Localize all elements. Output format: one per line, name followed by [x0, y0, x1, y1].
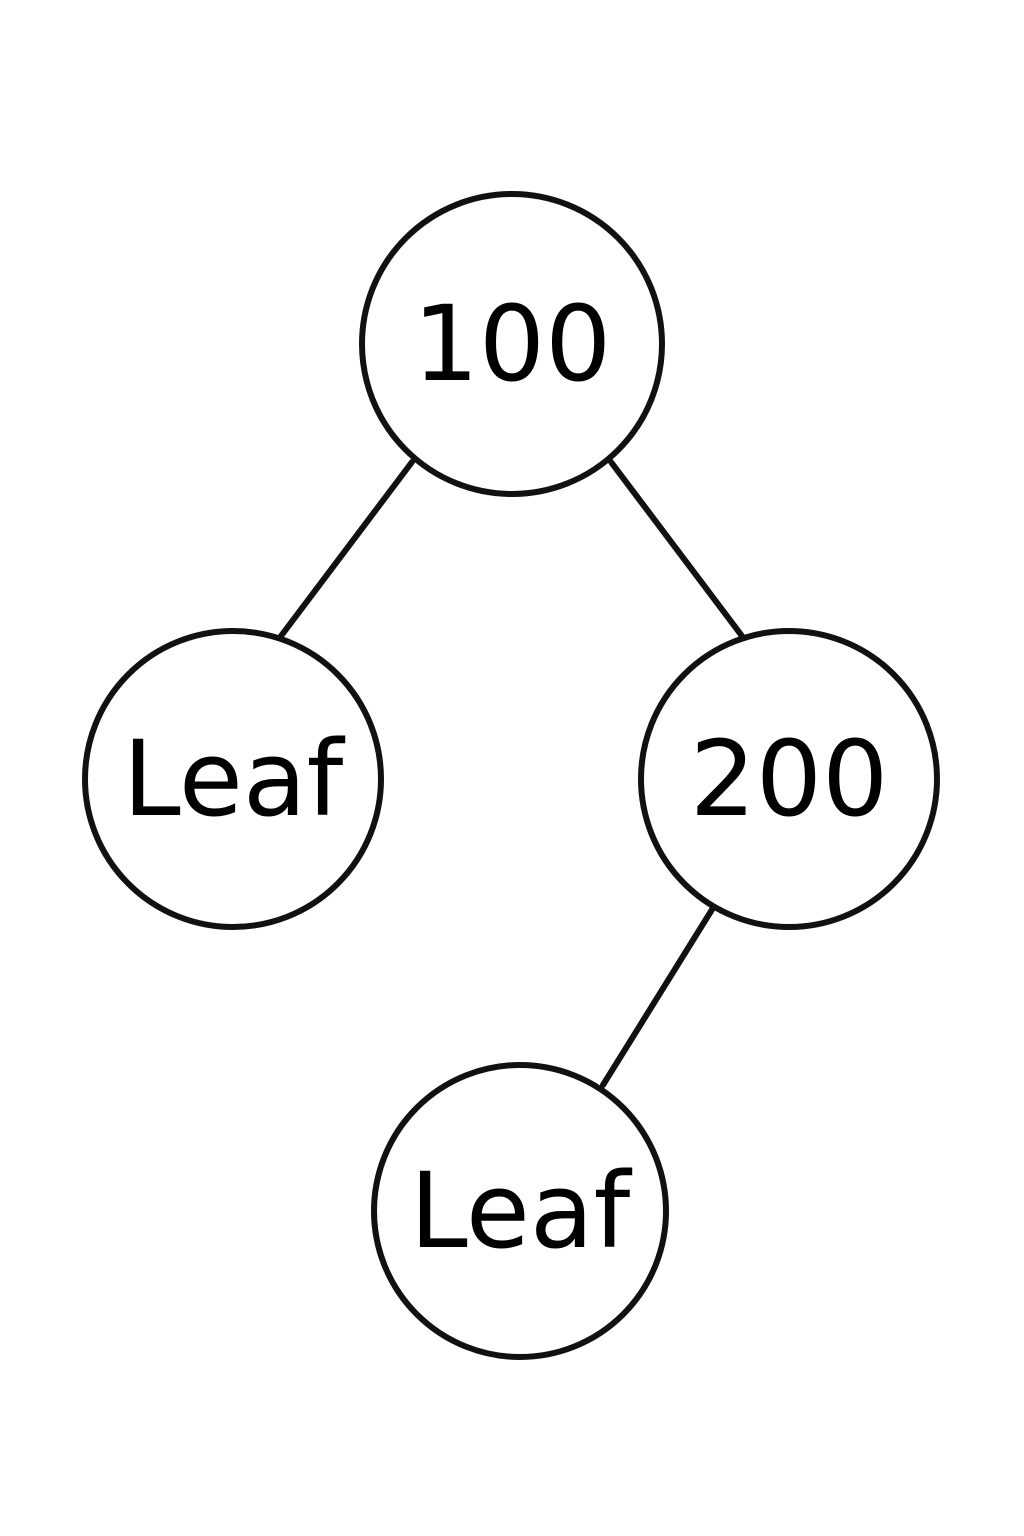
node-root: 100 [359, 191, 665, 497]
edge-root-to-200 [608, 459, 745, 639]
node-left-leaf: Leaf [82, 628, 384, 930]
node-root-circle [359, 191, 665, 497]
node-left-leaf-circle [82, 628, 384, 930]
node-root-label: 100 [413, 283, 612, 405]
node-bottom-leaf-label: Leaf [410, 1150, 633, 1272]
edge-root-to-left-leaf [278, 459, 415, 639]
node-200-label: 200 [690, 718, 889, 840]
node-200-circle [638, 628, 940, 930]
node-bottom-leaf: Leaf [371, 1062, 669, 1360]
node-left-leaf-label: Leaf [123, 718, 346, 840]
edge-200-to-bottom-leaf [600, 905, 716, 1088]
node-bottom-leaf-circle [371, 1062, 669, 1360]
node-200: 200 [638, 628, 940, 930]
